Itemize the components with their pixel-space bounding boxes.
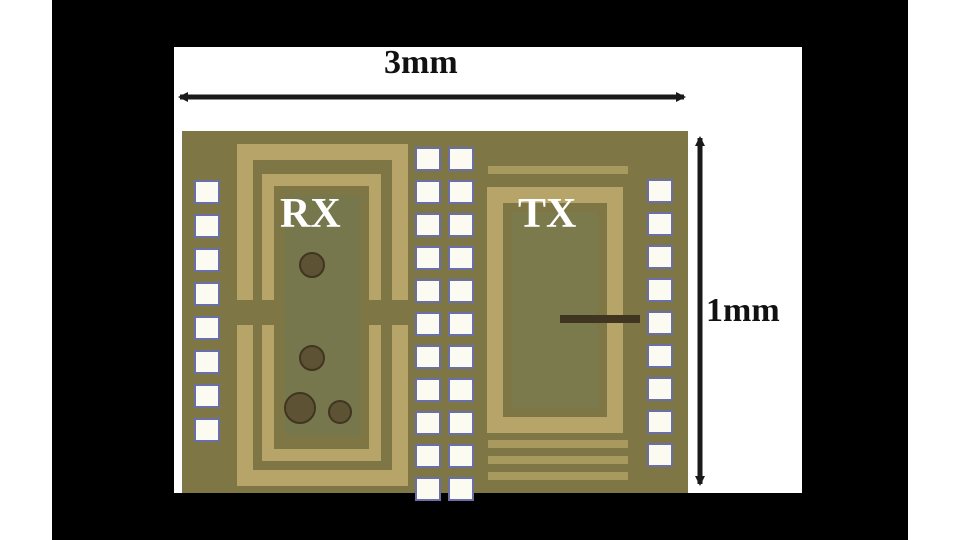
bond-pad <box>194 180 220 204</box>
bond-pad <box>415 279 441 303</box>
bond-pad <box>647 311 673 335</box>
bond-pad <box>415 444 441 468</box>
bond-pad <box>415 246 441 270</box>
bond-pad <box>647 245 673 269</box>
bond-pad <box>415 477 441 501</box>
tx-label: TX <box>518 191 577 237</box>
bond-pad <box>448 147 474 171</box>
bond-pad <box>194 350 220 374</box>
bond-pad <box>448 180 474 204</box>
bond-pad <box>415 312 441 336</box>
bond-pad <box>647 179 673 203</box>
bond-pad <box>194 282 220 306</box>
tx-inductor <box>487 187 640 433</box>
rx-capacitors <box>284 252 352 424</box>
bond-pad <box>194 248 220 272</box>
height-label: 1mm <box>706 292 780 329</box>
bond-pad <box>415 345 441 369</box>
bond-pad <box>647 278 673 302</box>
bond-pad <box>448 444 474 468</box>
bond-pad <box>448 312 474 336</box>
bond-pad <box>415 180 441 204</box>
bond-pad <box>194 214 220 238</box>
bond-pad <box>448 279 474 303</box>
bond-pad <box>448 246 474 270</box>
bond-pad <box>448 477 474 501</box>
bond-pad <box>415 411 441 435</box>
bond-pad <box>647 443 673 467</box>
bond-pad <box>448 411 474 435</box>
bond-pad <box>194 316 220 340</box>
bond-pad <box>194 384 220 408</box>
rx-label: RX <box>280 191 341 237</box>
bond-pad <box>647 344 673 368</box>
bond-pad <box>448 213 474 237</box>
bond-pad <box>194 418 220 442</box>
bond-pad <box>647 410 673 434</box>
tx-circuit-blocks <box>488 166 628 480</box>
rx-inductor <box>237 144 408 486</box>
bond-pad <box>448 378 474 402</box>
bond-pads <box>194 147 673 501</box>
bond-pad <box>415 378 441 402</box>
bond-pad <box>647 377 673 401</box>
bond-pad <box>415 213 441 237</box>
bond-pad <box>448 345 474 369</box>
width-label: 3mm <box>384 44 458 81</box>
bond-pad <box>415 147 441 171</box>
bond-pad <box>647 212 673 236</box>
